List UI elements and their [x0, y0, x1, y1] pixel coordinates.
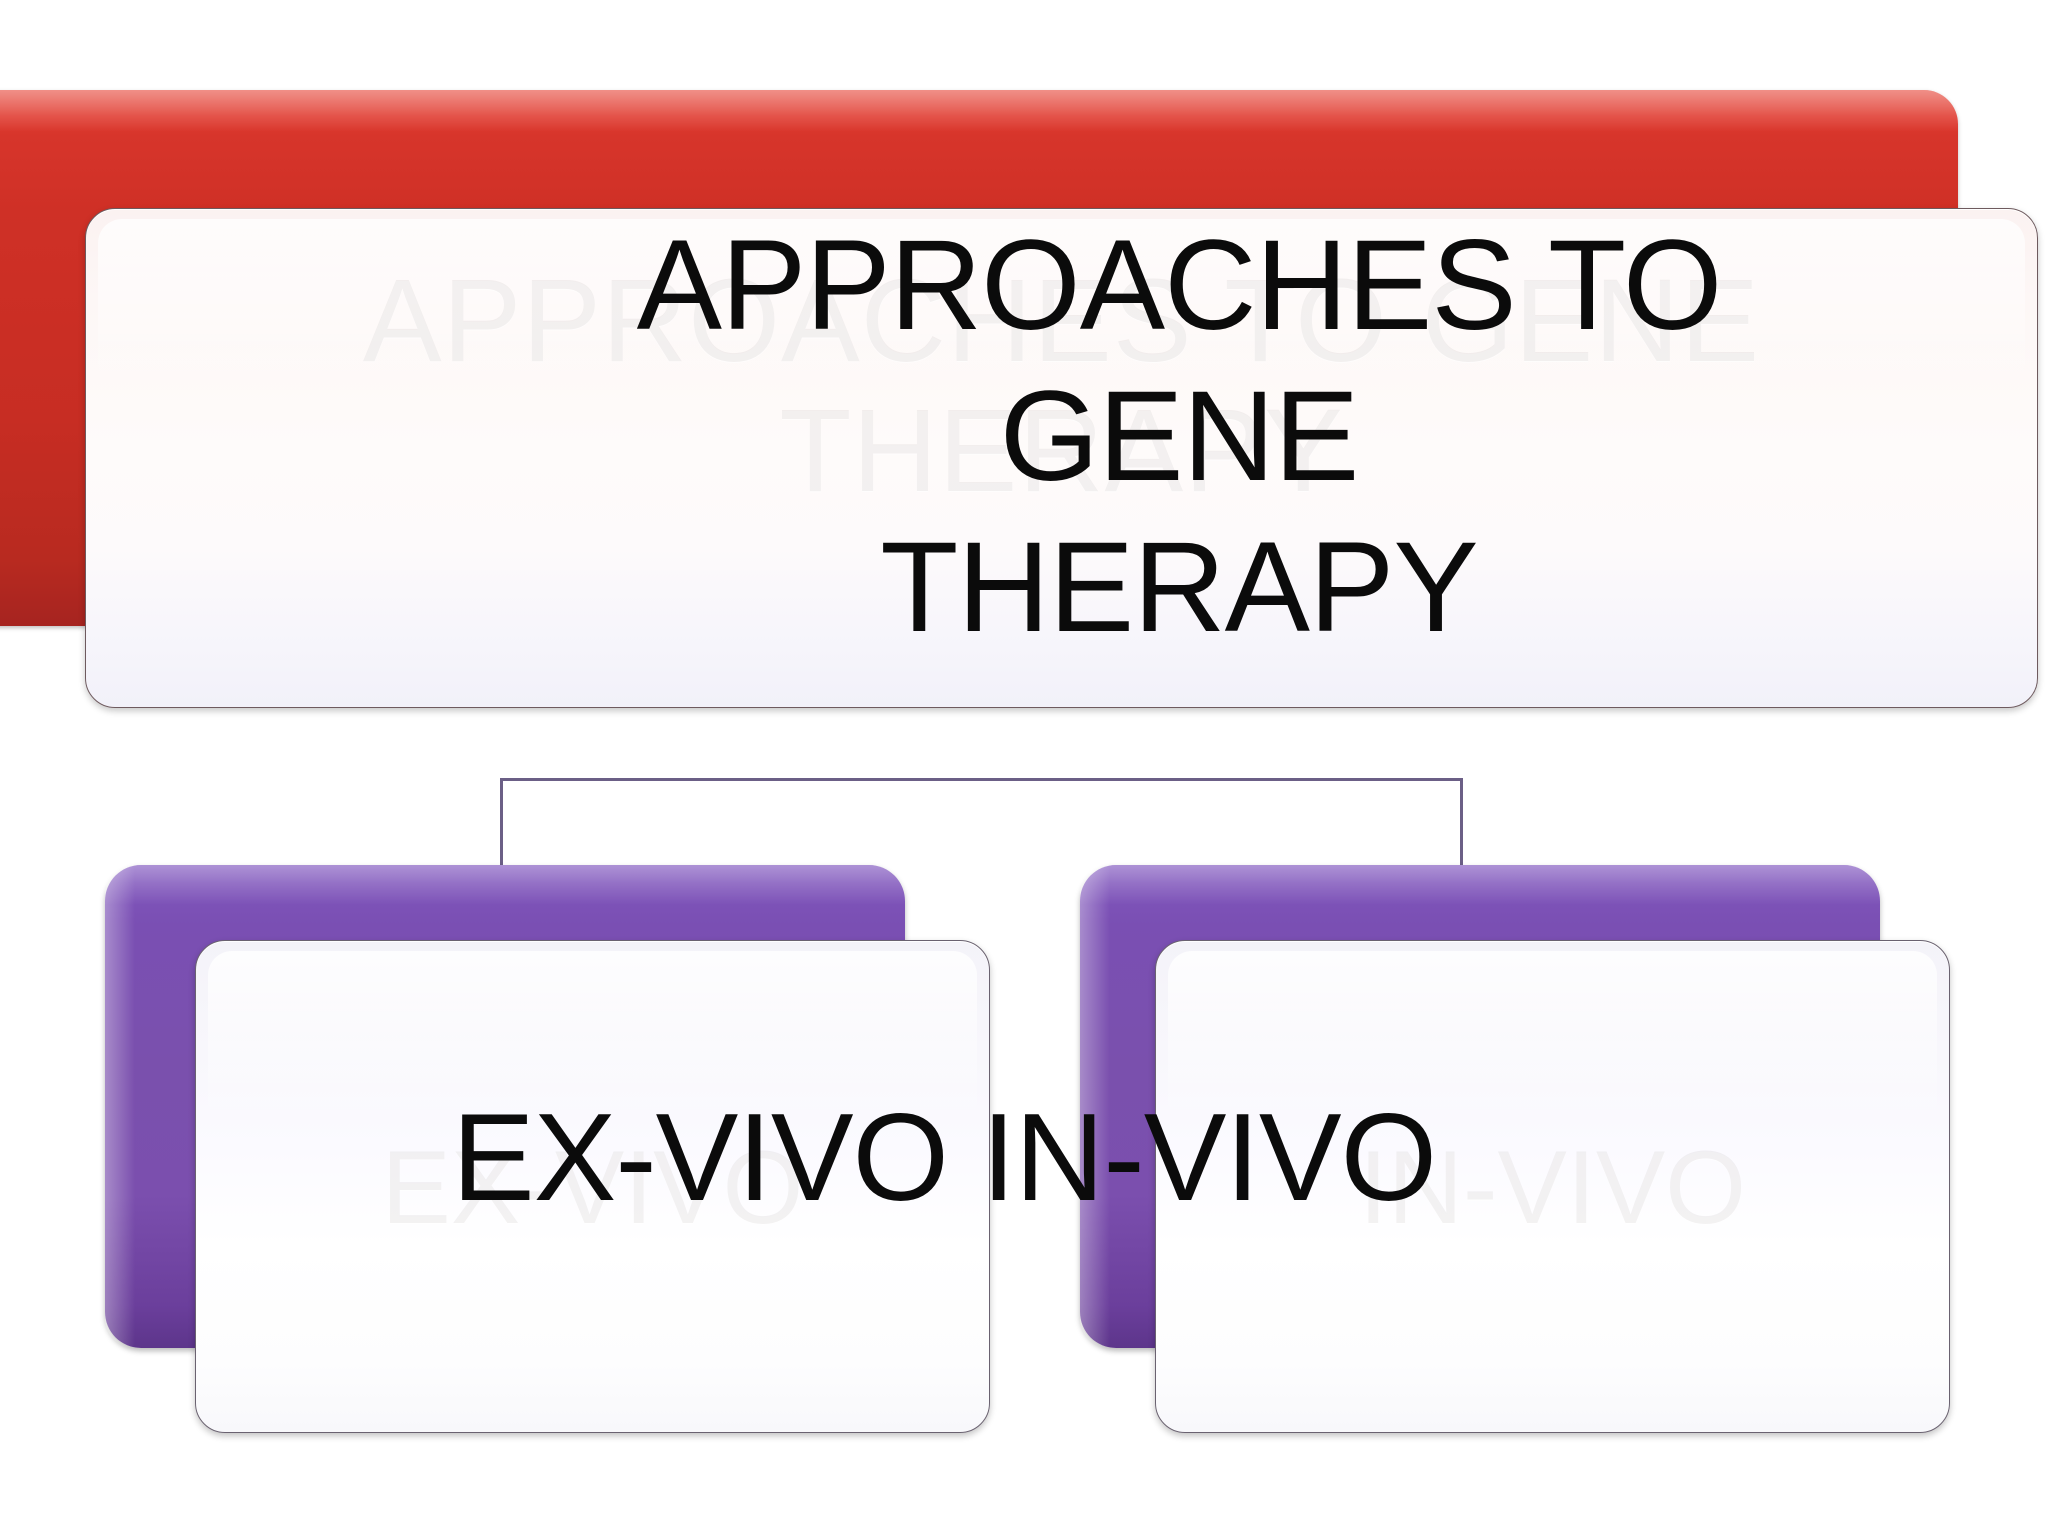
in-vivo-ghost-text: IN-VIVO: [1358, 1130, 1747, 1246]
ex-vivo-plate[interactable]: EX-VIVO: [195, 940, 990, 1433]
connector-vertical-right: [1460, 778, 1463, 868]
title-ghost-text: APPROACHES TO GENE THERAPY: [362, 255, 1761, 517]
title-plate[interactable]: APPROACHES TO GENE THERAPY: [85, 208, 2038, 708]
connector-vertical-left: [500, 778, 503, 868]
connector-horizontal: [500, 778, 1463, 781]
in-vivo-plate[interactable]: IN-VIVO: [1155, 940, 1950, 1433]
ex-vivo-ghost-text: EX-VIVO: [381, 1130, 804, 1246]
